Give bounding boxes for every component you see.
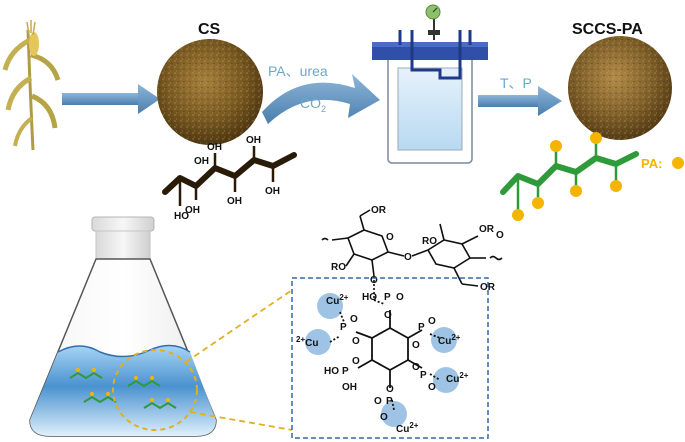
reactor-vessel	[372, 4, 488, 164]
phos-p-bottom: P	[386, 396, 393, 407]
arrow-corn-to-cs	[62, 84, 160, 114]
cs-biochar-ball	[157, 39, 263, 145]
pa-dot	[610, 180, 622, 192]
phos-p-left: P	[340, 322, 347, 333]
phos-ho-top: HO	[362, 292, 377, 303]
cu-label-3: Cu2+	[438, 333, 461, 347]
ring-or-top-right: OR	[479, 224, 495, 235]
phos-o-left-a: O	[350, 314, 358, 325]
sccs-pa-label: SCCS-PA	[572, 21, 643, 38]
cellulose-oh-6: OH	[194, 156, 209, 167]
cellulose-chain	[162, 146, 297, 206]
cu-label-5: Cu2+	[396, 421, 419, 435]
pa-dot	[550, 140, 562, 152]
ring-ro-left: RO	[331, 262, 346, 273]
phos-o-right-b: O	[412, 340, 420, 351]
cu-label-4: Cu2+	[446, 371, 469, 385]
phytate-labels: Cu2+ 2+Cu Cu2+ Cu2+ Cu2+ P HO O O P O O …	[296, 292, 469, 435]
phos-p-right: P	[418, 322, 425, 333]
cellulose-ho-1: HO	[174, 211, 189, 222]
pa-dot	[590, 132, 602, 144]
pa-dot	[570, 185, 582, 197]
cellulose-oh-5: OH	[265, 186, 280, 197]
ring-o-link: O	[370, 275, 378, 286]
phos-o-bottom-l: O	[374, 396, 382, 407]
cellulose-ring-structure	[321, 209, 503, 300]
pa-urea-label: PA、urea	[268, 63, 328, 79]
ring-or-bottom-right: OR	[480, 282, 496, 293]
ring-o-right: O	[496, 230, 504, 241]
phos-o-right-low-a: O	[412, 362, 420, 373]
pa-legend-dot	[672, 157, 684, 169]
phos-p-top: P	[384, 292, 391, 303]
ring-o-glycosidic: O	[404, 252, 412, 263]
ring-ro-right: RO	[422, 236, 437, 247]
pa-dot	[532, 197, 544, 209]
pa-dot	[512, 209, 524, 221]
arrow-cs-to-reactor	[262, 74, 380, 124]
phos-o-bottom-t: O	[386, 384, 394, 395]
sccs-pa-ball	[568, 36, 672, 140]
phytate-skeleton	[329, 299, 441, 411]
pa-legend-label: PA:	[641, 156, 662, 171]
cellulose-oh-4: OH	[246, 135, 261, 146]
arrow-reactor-to-sccs	[478, 86, 562, 116]
flask	[29, 216, 217, 437]
phos-o-right-a: O	[428, 316, 436, 327]
ring-o-left: O	[386, 232, 394, 243]
phos-o-top-b: O	[384, 310, 392, 321]
cu-label-2: 2+Cu	[296, 335, 318, 349]
co2-label: CO2	[300, 95, 326, 114]
phos-o-top-r: O	[396, 292, 404, 303]
phos-o-left-b: O	[352, 336, 360, 347]
cu-halos	[305, 293, 459, 427]
cs-label: CS	[198, 21, 221, 38]
phos-oh-left-low: OH	[342, 382, 357, 393]
cellulose-oh-2: OH	[207, 142, 222, 153]
modified-chain	[500, 132, 639, 221]
phos-p-left-low: P	[342, 366, 349, 377]
t-p-label: T、P	[500, 75, 532, 91]
phos-o-left-low: O	[352, 356, 360, 367]
zoom-indicator	[112, 289, 293, 431]
phos-ho-left-low: HO	[324, 366, 339, 377]
corn-plant-icon	[2, 20, 61, 151]
phos-p-right-low: P	[420, 370, 427, 381]
phos-o-right-low-b: O	[428, 382, 436, 393]
cellulose-oh-3: OH	[227, 196, 242, 207]
phos-o-bottom-b: O	[380, 412, 388, 423]
cu-label-1: Cu2+	[326, 293, 349, 307]
ring-or-top-left: OR	[371, 205, 387, 216]
phytate-zoom-box	[291, 277, 489, 439]
cellulose-oh-1: OH	[185, 205, 200, 216]
